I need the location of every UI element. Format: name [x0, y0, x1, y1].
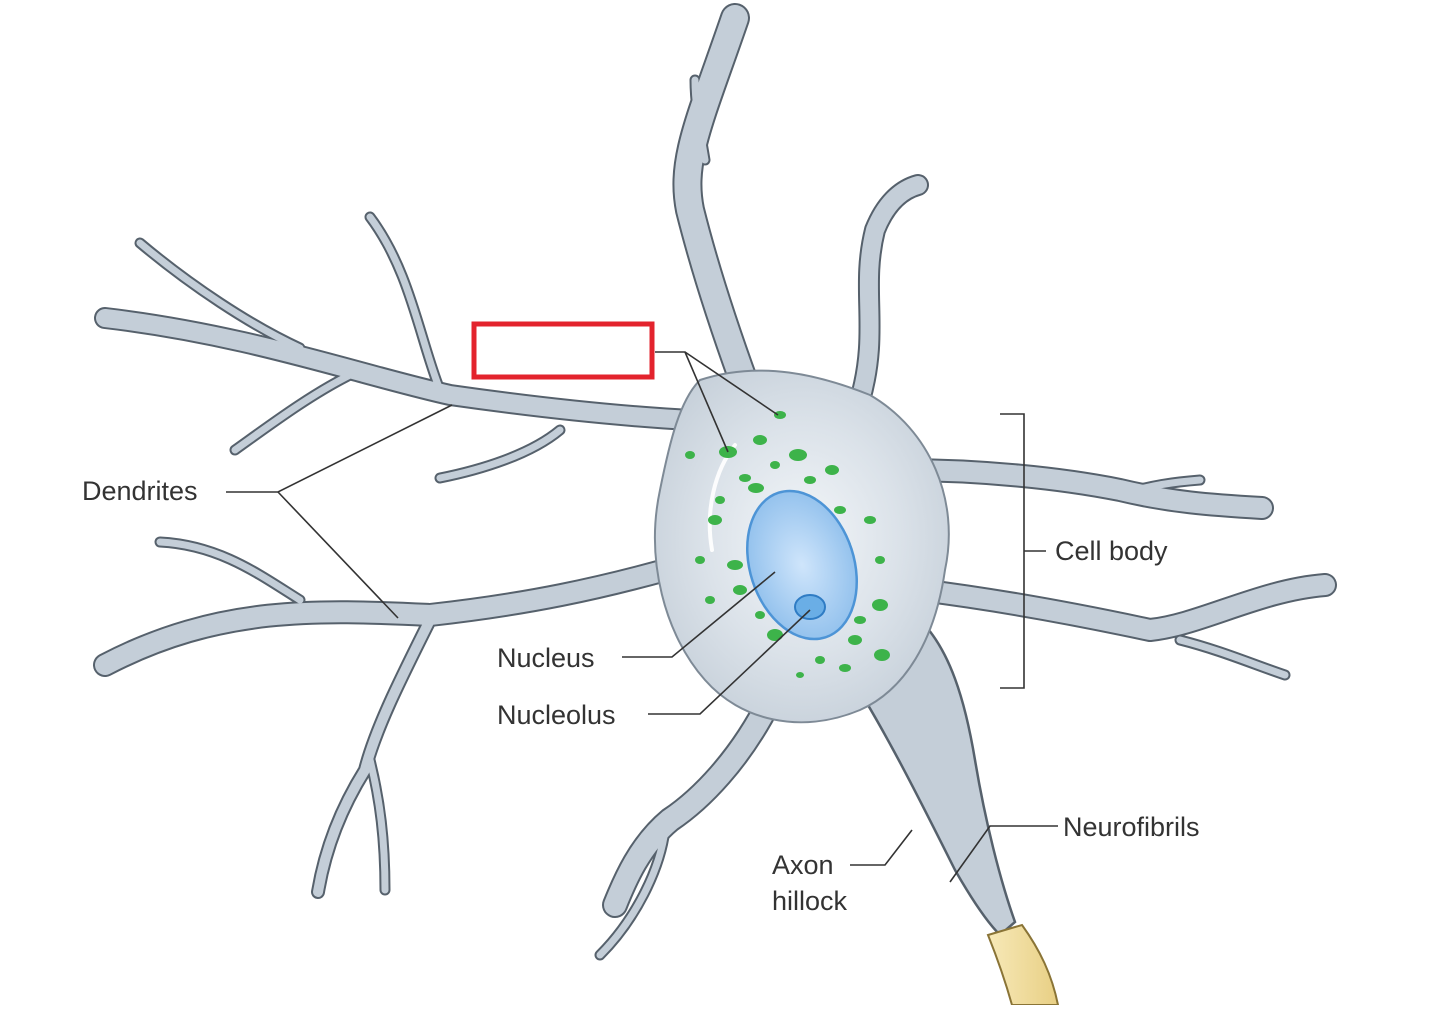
label-axon-hillock-line2: hillock	[772, 886, 848, 916]
label-nucleus: Nucleus	[497, 643, 595, 673]
leader-lines	[226, 351, 1058, 883]
axon-hillock	[838, 618, 1017, 937]
blank-label-box[interactable]	[471, 321, 655, 380]
nucleolus	[794, 594, 826, 620]
dendrite-fills	[95, 5, 1335, 959]
label-axon-hillock-line1: Axon	[772, 850, 834, 880]
nucleus	[746, 489, 858, 641]
label-dendrites: Dendrites	[82, 476, 198, 506]
label-neurofibrils: Neurofibrils	[1063, 812, 1200, 842]
label-nucleolus: Nucleolus	[497, 700, 616, 730]
axon-segment	[986, 923, 1060, 1006]
label-cell-body: Cell body	[1055, 536, 1168, 566]
